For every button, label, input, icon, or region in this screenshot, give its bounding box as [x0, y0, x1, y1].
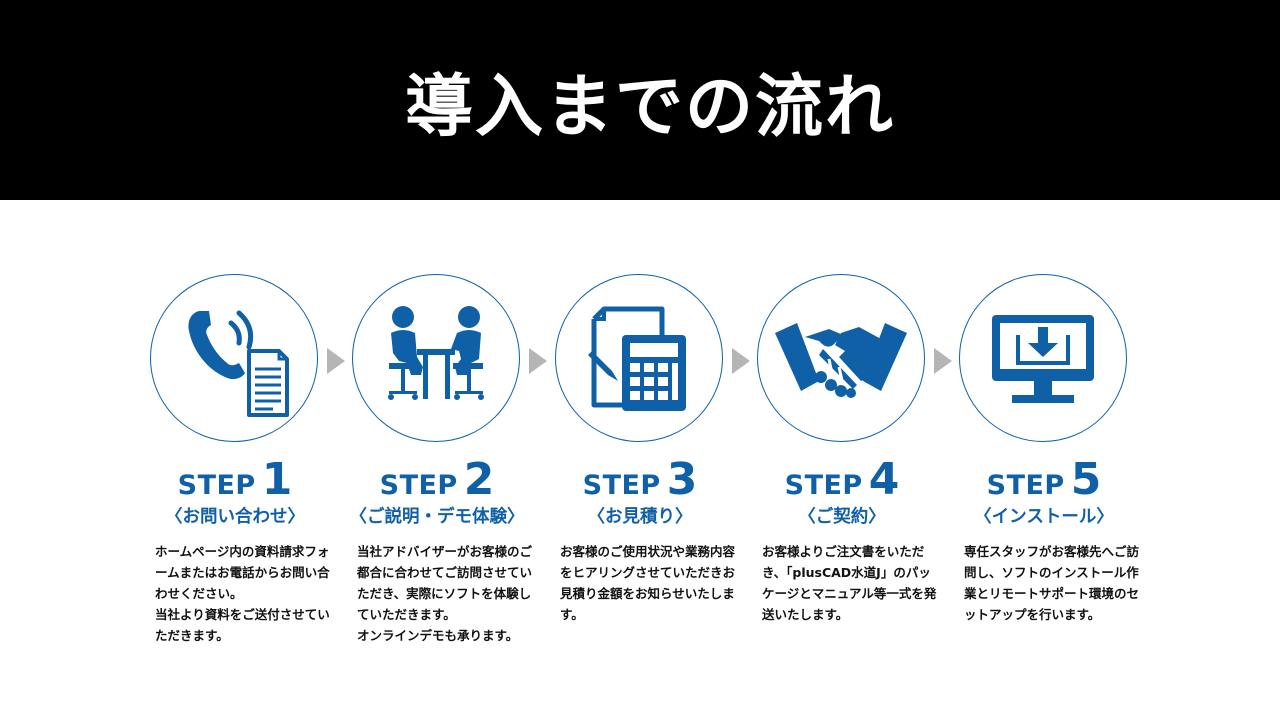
step-number: 5 [1070, 454, 1102, 505]
step-1-subtitle: 〈お問い合わせ〉 [165, 507, 305, 527]
step-2-subtitle: 〈ご説明・デモ体験〉 [349, 507, 525, 527]
step-number: 1 [261, 454, 293, 505]
step-label: STEP [986, 470, 1065, 501]
step-5-subtitle: 〈インストール〉 [974, 507, 1114, 527]
step-3-subtitle: 〈お見積り〉 [587, 507, 693, 527]
step-number: 2 [463, 454, 495, 505]
meeting-icon [388, 306, 484, 400]
step-label: STEP [177, 470, 256, 501]
header-banner: 導入までの流れ [0, 0, 1280, 200]
step-label: STEP [379, 470, 458, 501]
step-4-description: お客様よりご注文書をいただき、「plusCAD水道J」のパッケージとマニュアル等… [762, 544, 937, 622]
step-1-circle [150, 274, 318, 442]
step-label: STEP [784, 470, 863, 501]
step-5-circle [959, 274, 1127, 442]
monitor-download-icon [992, 315, 1094, 403]
step-3-circle [555, 274, 723, 442]
step-2-circle [352, 274, 520, 442]
step-1-description: ホームページ内の資料請求フォームまたはお電話からお問い合わせください。 当社より… [155, 544, 330, 643]
step-3-description: お客様のご使用状況や業務内容をヒアリングさせていただきお見積り金額をお知らせいた… [560, 544, 736, 622]
step-4-subtitle: 〈ご契約〉 [798, 507, 886, 527]
phone-document-icon [188, 310, 289, 417]
calculator-document-icon [588, 306, 686, 411]
arrow-right-icon [327, 348, 345, 374]
arrow-right-icon [732, 348, 750, 374]
step-number: 3 [666, 454, 698, 505]
handshake-icon [775, 323, 907, 398]
page-title: 導入までの流れ [404, 67, 895, 147]
arrow-right-icon [529, 348, 547, 374]
step-number: 4 [868, 454, 900, 505]
step-5-description: 専任スタッフがお客様先へご訪問し、ソフトのインストール作業とリモートサポート環境… [964, 544, 1140, 622]
step-4-circle [757, 274, 925, 442]
arrow-right-icon [934, 348, 952, 374]
step-label: STEP [582, 470, 661, 501]
step-2-description: 当社アドバイザーがお客様のご都合に合わせてご訪問させていただき、実際にソフトを体… [357, 544, 533, 643]
